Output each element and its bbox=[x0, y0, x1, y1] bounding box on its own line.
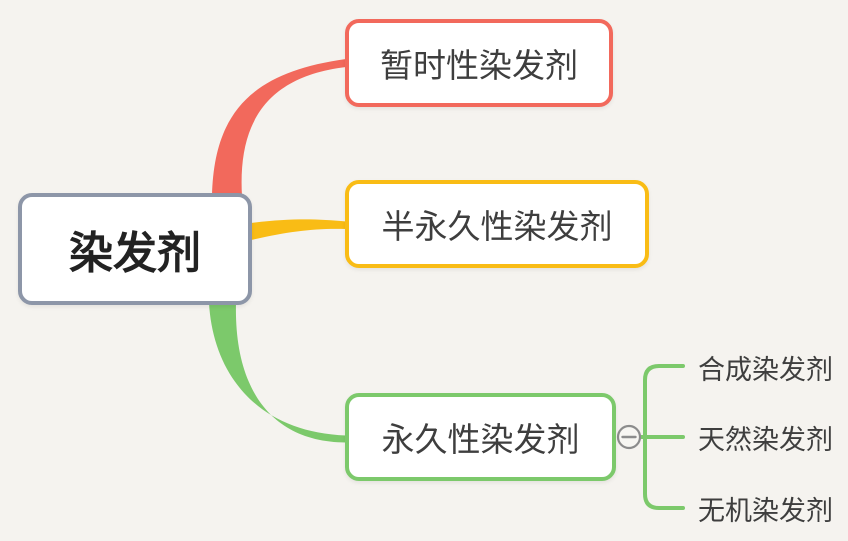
subtopic-natural[interactable]: 天然染发剂 bbox=[698, 420, 833, 455]
branch-node-permanent[interactable]: 永久性染发剂 bbox=[345, 393, 616, 481]
branch-node-label: 半永久性染发剂 bbox=[381, 208, 613, 245]
subtopic-synthetic[interactable]: 合成染发剂 bbox=[698, 350, 833, 385]
subtopic-label: 合成染发剂 bbox=[698, 354, 833, 385]
branch-node-label: 暂时性染发剂 bbox=[380, 47, 578, 84]
branch-node-temporary[interactable]: 暂时性染发剂 bbox=[345, 19, 613, 107]
connector-permanent bbox=[209, 303, 346, 443]
subtopic-inorganic[interactable]: 无机染发剂 bbox=[698, 491, 833, 526]
branch-node-semi-permanent[interactable]: 半永久性染发剂 bbox=[345, 180, 649, 268]
root-node[interactable]: 染发剂 bbox=[18, 193, 252, 305]
connector-semi-permanent bbox=[251, 219, 346, 240]
subtopic-label: 无机染发剂 bbox=[698, 495, 833, 526]
branch-node-label: 永久性染发剂 bbox=[381, 421, 580, 458]
collapse-button[interactable] bbox=[616, 424, 642, 450]
connector-temporary bbox=[212, 59, 346, 196]
root-node-label: 染发剂 bbox=[69, 229, 201, 278]
subtopic-label: 天然染发剂 bbox=[698, 424, 833, 455]
